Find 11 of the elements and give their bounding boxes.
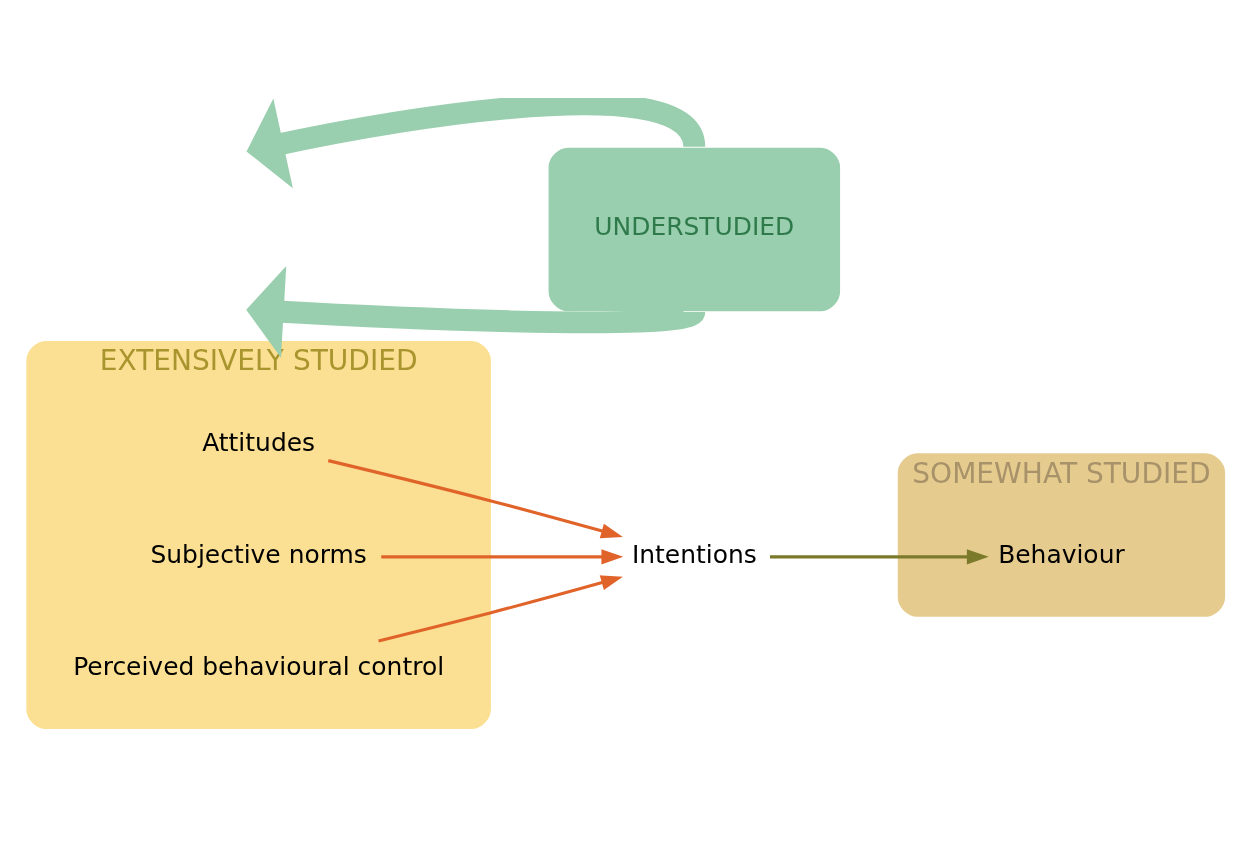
arrow xyxy=(769,548,989,564)
arrow xyxy=(381,548,624,564)
node-text: Behaviour xyxy=(998,539,1125,569)
node-text: Attitudes xyxy=(202,427,316,457)
arrow xyxy=(327,458,623,538)
node-text: Subjective norms xyxy=(150,539,367,569)
arrow xyxy=(378,574,623,642)
node-box: UNDERSTUDIED xyxy=(548,147,841,311)
node-text: Intentions xyxy=(631,539,757,569)
arrow xyxy=(246,97,705,188)
node-text: Perceived behavioural control xyxy=(73,651,445,681)
